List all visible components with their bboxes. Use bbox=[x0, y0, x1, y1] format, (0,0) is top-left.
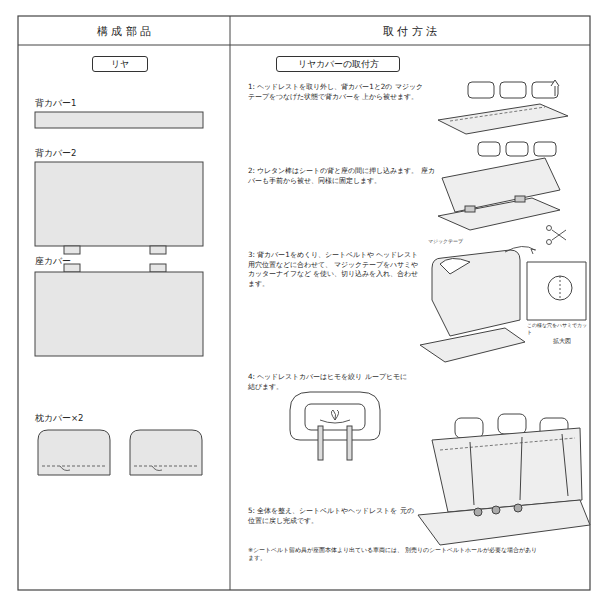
node-text: リヤ bbox=[111, 58, 129, 71]
step-text: 4: ヘッドレストカバーはヒモを絞り ループヒモに結びます。 bbox=[248, 372, 413, 391]
callout-text: 拡大図 bbox=[553, 338, 587, 345]
part-name: 枕カバー×2 bbox=[35, 413, 155, 424]
step-text: 5: 全体を整え、シートベルトやヘッドレストを 元の位置に戻し完成です。 bbox=[248, 506, 416, 525]
section-header: 取 付 方 法 bbox=[232, 18, 588, 44]
part-name: 座カバー bbox=[35, 256, 95, 267]
tab-pill: リヤ bbox=[92, 56, 148, 72]
node-text: 取 付 方 法 bbox=[383, 24, 438, 39]
callout-text: この様な穴をハサミでカット bbox=[527, 322, 589, 336]
note-text: ※シートベルト留め具が座面本体より出ている車両には、 別売りのシートベルトホール… bbox=[248, 546, 538, 562]
callout-text: マジックテープ bbox=[428, 238, 498, 245]
part-name: 背カバー2 bbox=[35, 148, 155, 159]
tab-pill: リヤカバーの取付方 bbox=[276, 56, 400, 72]
step-text: 2: ウレタン棒はシートの背と座の間に押し込みます。 座カバーも手前から被せ、同… bbox=[248, 166, 438, 185]
part-name: 背カバー1 bbox=[35, 98, 155, 109]
step-text: 3: 背カバー1をめくり、シートベルトや ヘッドレスト用穴位置などに合わせて、 … bbox=[248, 250, 420, 289]
node-text: リヤカバーの取付方 bbox=[298, 58, 379, 71]
node-text: 構 成 部 品 bbox=[97, 24, 152, 39]
step-text: 1: ヘッドレストを取り外し、背カバー1と2の マジックテープをつなげた状態で背… bbox=[248, 82, 426, 101]
section-header: 構 成 部 品 bbox=[20, 18, 228, 44]
